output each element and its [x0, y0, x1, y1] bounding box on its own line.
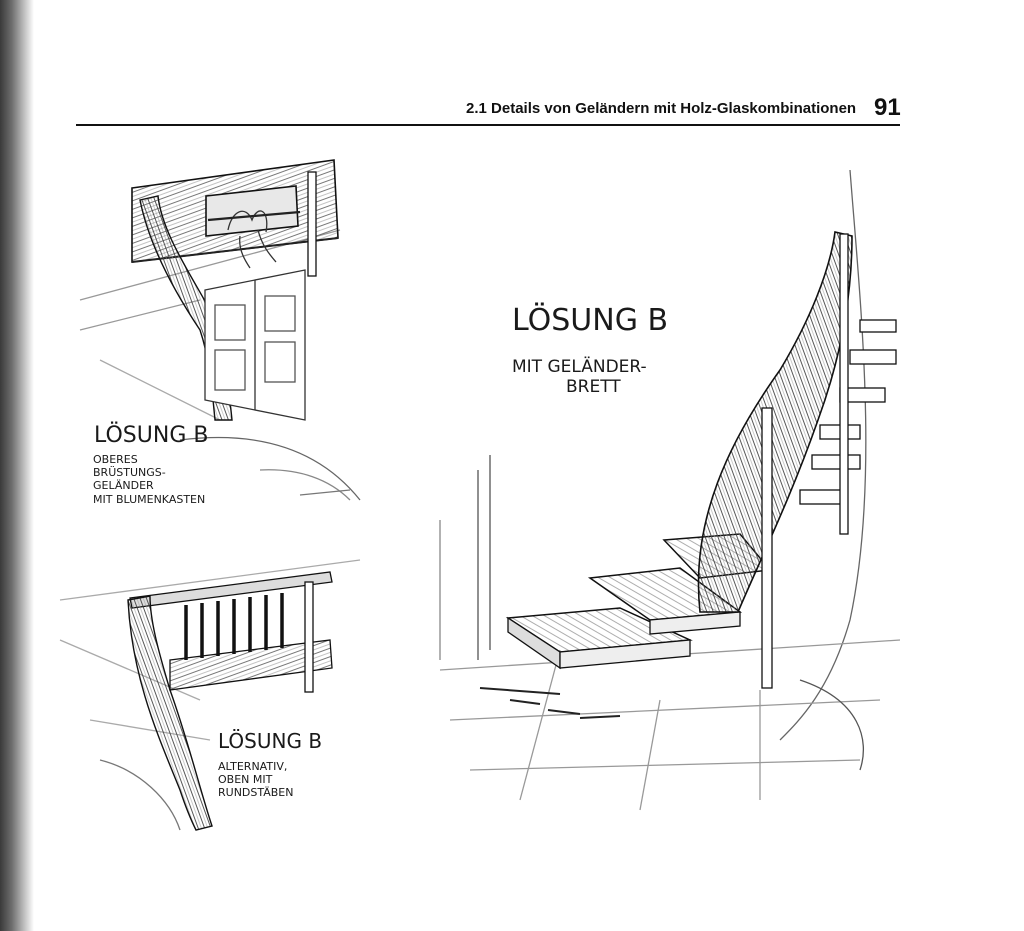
page-number: 91 — [874, 94, 901, 121]
caption-right-line: MIT GELÄNDER- — [512, 356, 647, 377]
caption-top-left-line: MIT BLUMENKASTEN — [93, 493, 205, 506]
header-rule — [76, 124, 900, 126]
book-spine-shadow — [0, 0, 34, 931]
caption-bottom-left-line: OBEN MIT — [218, 773, 273, 786]
caption-bottom-left-title: LÖSUNG B — [218, 729, 322, 753]
caption-right-title: LÖSUNG B — [512, 302, 668, 338]
caption-top-left-line: OBERES — [93, 453, 138, 466]
sketch-bottom-left — [59, 559, 361, 831]
caption-top-left-line: BRÜSTUNGS- — [93, 466, 166, 479]
caption-top-left-title: LÖSUNG B — [94, 422, 208, 448]
caption-bottom-left-line: ALTERNATIV, — [218, 760, 287, 773]
section-title: 2.1 Details von Geländern mit Holz-Glask… — [466, 100, 857, 117]
caption-bottom-left-line: RUNDSTÄBEN — [218, 786, 294, 799]
caption-top-left: LÖSUNG B OBERES BRÜSTUNGS- GELÄNDER MIT … — [93, 422, 208, 506]
caption-right-line: BRETT — [566, 377, 621, 397]
sketch-right-staircase — [439, 169, 901, 811]
sketch-top-left — [79, 159, 361, 501]
caption-right: LÖSUNG B MIT GELÄNDER- BRETT — [512, 302, 668, 397]
caption-top-left-line: GELÄNDER — [93, 479, 154, 492]
caption-bottom-left: LÖSUNG B ALTERNATIV, OBEN MIT RUNDSTÄBEN — [218, 729, 322, 799]
